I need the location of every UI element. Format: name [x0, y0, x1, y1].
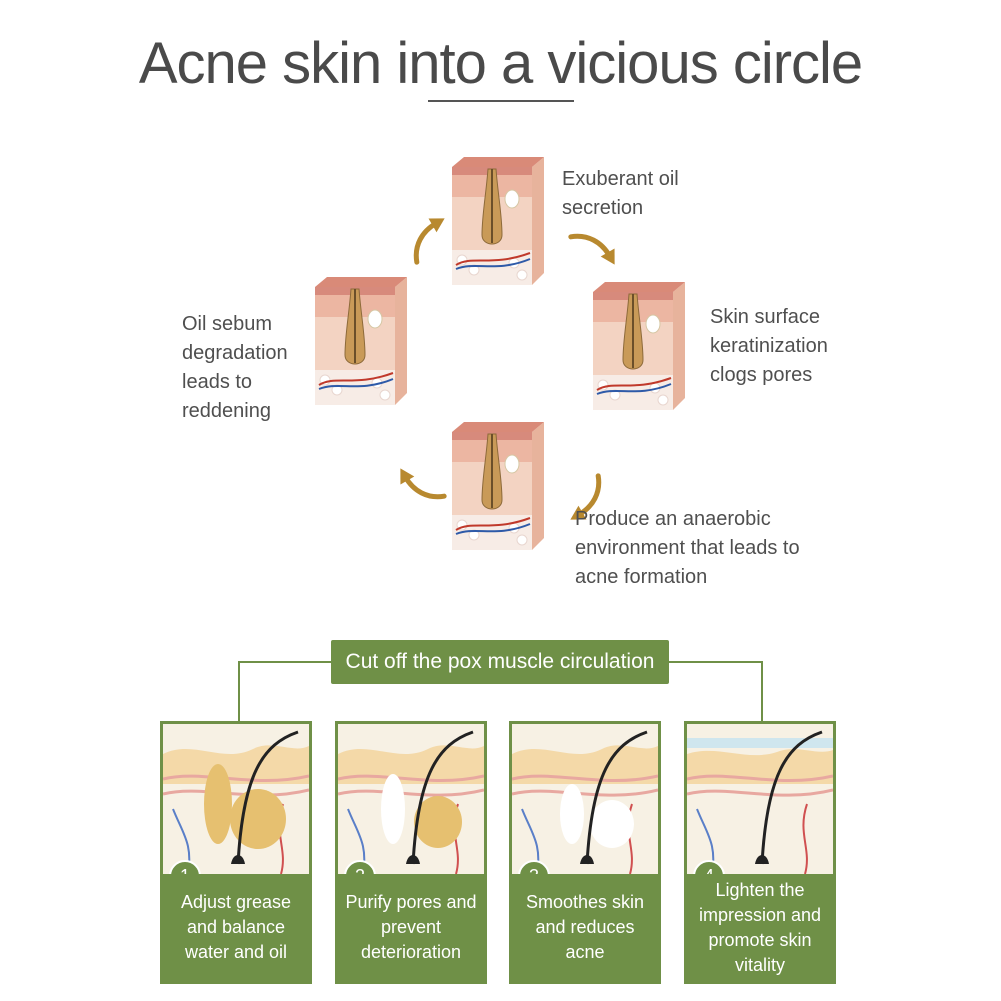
step-card-4: 4 Lighten the impression and promote ski…: [684, 721, 836, 984]
hair-follicle-illustration-1: [163, 724, 309, 874]
title-underline: [428, 100, 574, 102]
step-card-1: 1 Adjust grease and balance water and oi…: [160, 721, 312, 984]
connector-right-horizontal: [669, 661, 763, 663]
cycle-label-top: Exuberant oil secretion: [562, 168, 679, 219]
hair-follicle-illustration-2: [338, 724, 484, 874]
step-description: Purify pores and prevent deterioration: [338, 874, 484, 981]
step-card-3: 3 Smoothes skin and reduces acne: [509, 721, 661, 984]
connector-left-vertical: [238, 661, 240, 721]
hair-follicle-illustration-3: [512, 724, 658, 874]
step-description: Smoothes skin and reduces acne: [512, 874, 658, 981]
skin-diagram-top: [452, 156, 545, 286]
solution-banner: Cut off the pox muscle circulation: [331, 640, 669, 684]
arrow-bottom-left-icon: [395, 458, 455, 508]
hair-follicle-illustration-4: [687, 724, 833, 874]
step-card-2: 2 Purify pores and prevent deterioration: [335, 721, 487, 984]
page-title: Acne skin into a vicious circle: [138, 31, 863, 96]
skin-diagram-bottom: [452, 421, 545, 551]
cycle-label-right: Skin surface keratinization clogs pores: [710, 306, 828, 386]
step-description: Lighten the impression and promote skin …: [687, 874, 833, 981]
connector-right-vertical: [761, 661, 763, 721]
arrow-top-right-icon: [560, 225, 620, 275]
cycle-label-bottom: Produce an anaerobic environment that le…: [575, 508, 800, 588]
skin-diagram-right: [593, 281, 686, 411]
step-description: Adjust grease and balance water and oil: [163, 874, 309, 981]
cycle-label-left: Oil sebum degradation leads to reddening: [182, 313, 288, 422]
arrow-top-left-icon: [400, 218, 460, 268]
skin-diagram-left: [315, 276, 408, 406]
connector-left-horizontal: [238, 661, 332, 663]
